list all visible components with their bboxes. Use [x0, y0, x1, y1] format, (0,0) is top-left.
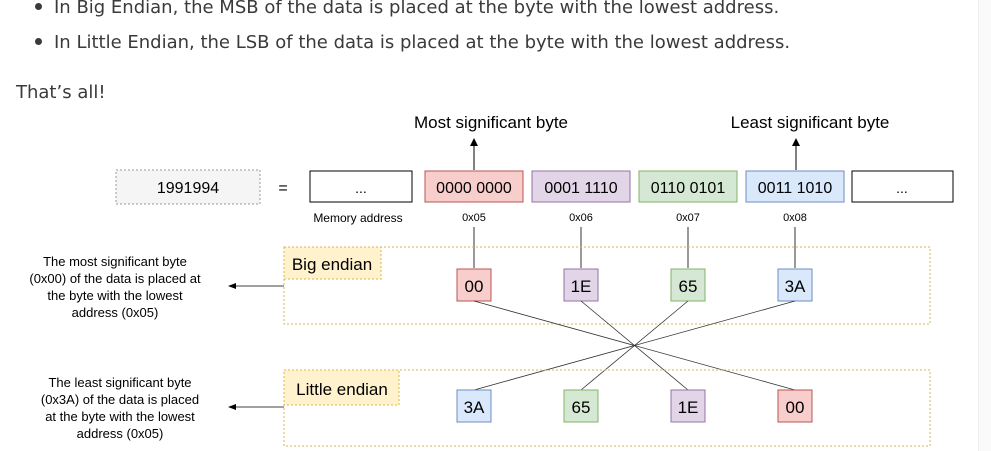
byte-address: 0x07 [676, 212, 700, 224]
byte-cell [531, 170, 631, 203]
big-endian-cell [456, 268, 492, 302]
ellipsis-right: ... [896, 180, 908, 196]
number-box [115, 169, 261, 205]
page-scrollbar[interactable] [978, 0, 991, 451]
big-endian-cell-value: 3A [785, 277, 806, 296]
little-endian-cell-value: 65 [572, 398, 591, 417]
big-endian-cell-value: 00 [465, 277, 484, 296]
bullet-text: In Little Endian, the LSB of the data is… [54, 32, 791, 53]
memory-address-label: Memory address [313, 211, 402, 225]
byte-bits: 0001 1110 [544, 180, 617, 197]
little-endian-note-line: at the byte with the lowest [45, 409, 195, 424]
big-endian-cell [563, 268, 599, 302]
little-endian-cell-value: 3A [464, 398, 485, 417]
byte-cell [745, 170, 845, 203]
big-endian-group [283, 246, 931, 325]
bullet-item: In Big Endian, the MSB of the data is pl… [35, 0, 779, 18]
number-value: 1991994 [157, 180, 219, 197]
big-endian-label-box [283, 246, 382, 280]
little-endian-cell [670, 389, 706, 423]
big-endian-label: Big endian [292, 255, 372, 274]
byte-address: 0x05 [462, 212, 486, 224]
little-endian-cell [563, 389, 599, 423]
big-endian-cell-value: 1E [571, 277, 592, 296]
byte-cell [638, 170, 738, 203]
byte-3: 0011 1010 0x08 [745, 170, 845, 224]
little-endian-cell [456, 389, 492, 423]
byte-0: 0000 0000 0x05 [424, 170, 524, 224]
bullet-dot-icon [35, 37, 42, 45]
bullet-item: In Little Endian, the LSB of the data is… [35, 32, 790, 53]
big-endian-note-line: The most significant byte [43, 254, 187, 269]
memory-cell-before [309, 170, 413, 203]
arrow-left-icon [228, 404, 236, 410]
big-endian-note-line: (0x00) of the data is placed at [29, 271, 201, 286]
little-endian-note-line: address (0x05) [77, 426, 164, 441]
big-endian-note-line: the byte with the lowest [47, 288, 183, 303]
equals-sign: = [278, 180, 287, 197]
msb-heading: Most significant byte [414, 113, 568, 132]
little-endian-cell-value: 1E [678, 398, 699, 417]
byte-bits: 0011 1010 [758, 180, 833, 197]
byte-1: 0001 1110 0x06 [531, 170, 631, 224]
big-endian-cell [777, 268, 813, 302]
bullet-text: In Big Endian, the MSB of the data is pl… [54, 0, 780, 18]
little-endian-cell-value: 00 [786, 398, 805, 417]
big-endian-cell-value: 65 [679, 277, 698, 296]
ellipsis-left: ... [355, 180, 367, 196]
byte-bits: 0000 0000 [436, 180, 512, 197]
byte-address: 0x08 [783, 212, 807, 224]
byte-cell [424, 170, 524, 203]
lsb-heading: Least significant byte [731, 113, 890, 132]
byte-address: 0x06 [569, 212, 593, 224]
big-endian-note-line: address (0x05) [72, 305, 159, 320]
bullet-dot-icon [35, 2, 42, 10]
little-endian-label-box [283, 369, 400, 406]
little-endian-label: Little endian [296, 380, 388, 399]
byte-bits: 0110 0101 [651, 180, 726, 197]
little-endian-group [283, 369, 931, 447]
little-endian-cell [777, 389, 813, 423]
memory-cell-after [851, 170, 954, 203]
little-endian-note-line: (0x3A) of the data is placed [41, 392, 199, 407]
arrow-left-icon [228, 283, 236, 289]
byte-2: 0110 0101 0x07 [638, 170, 738, 224]
little-endian-note-line: The least significant byte [48, 375, 191, 390]
closing-text: That’s all! [16, 82, 106, 103]
cross-line [473, 300, 796, 391]
